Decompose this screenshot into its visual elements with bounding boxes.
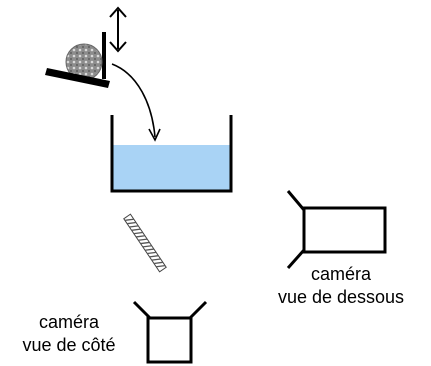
bottom-camera-label: caméra vue de dessous — [266, 263, 416, 309]
trajectory-arrow-icon — [111, 63, 161, 142]
mirror — [123, 213, 167, 273]
bottom-camera-label-line1: caméra — [310, 264, 372, 284]
bottom-camera-label-line2: vue de dessous — [277, 287, 405, 307]
tilted-plate — [45, 68, 110, 88]
water-tank — [110, 115, 233, 193]
pusher-rod — [102, 32, 106, 79]
side-camera-label: caméra vue de côté — [0, 311, 138, 357]
side-camera-label-line2: vue de côté — [22, 335, 116, 355]
updown-arrow-icon — [109, 6, 127, 53]
side-view-camera-icon — [132, 300, 208, 364]
water — [112, 145, 231, 191]
bottom-view-camera-icon — [286, 190, 387, 269]
side-camera-label-line1: caméra — [38, 312, 100, 332]
